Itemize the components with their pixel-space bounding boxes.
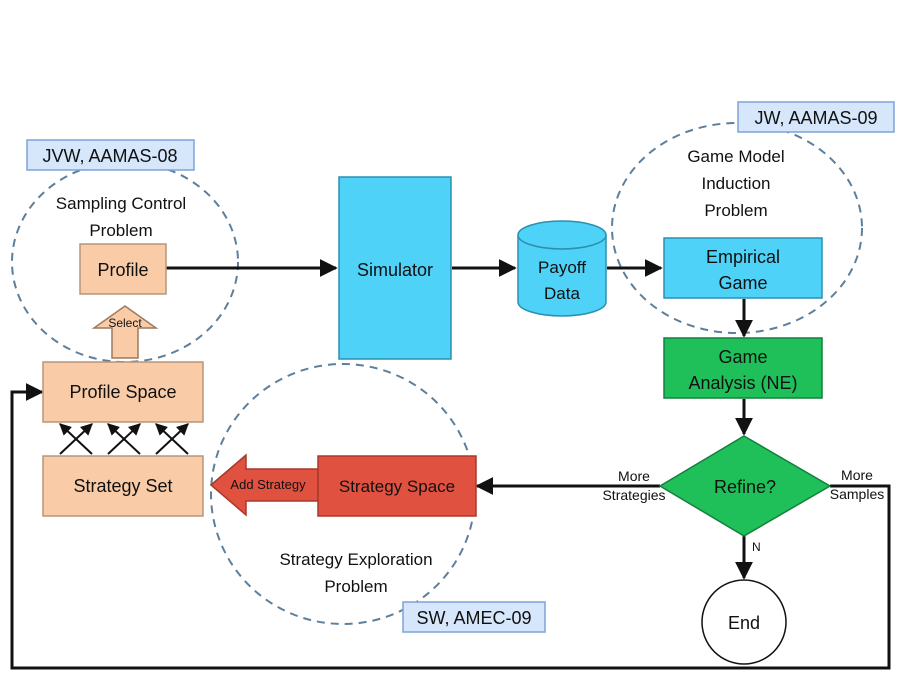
- profile-node: Profile: [79, 243, 167, 295]
- induction-problem-line-2: Induction: [702, 174, 771, 193]
- cross-arrows: [59, 423, 189, 455]
- empirical-game-line-2: Game: [718, 273, 767, 293]
- simulator-node: Simulator: [338, 176, 452, 360]
- refine-label: Refine?: [714, 477, 776, 497]
- end-label: End: [728, 613, 760, 633]
- game-analysis-node: Game Analysis (NE): [663, 337, 823, 399]
- add-strategy-label: Add Strategy: [230, 477, 306, 492]
- payoff-data-line-2: Data: [544, 284, 580, 303]
- tag-sw: SW, AMEC-09: [402, 601, 546, 633]
- sampling-problem-circle: [11, 161, 239, 363]
- strategy-set-node: Strategy Set: [42, 455, 204, 517]
- strategy-space-node: Strategy Space: [317, 455, 477, 517]
- sampling-problem-line-2: Problem: [89, 221, 152, 240]
- exploration-problem-line-1: Strategy Exploration: [279, 550, 432, 569]
- end-node: End: [701, 579, 787, 665]
- tag-jw-label: JW, AAMAS-09: [754, 108, 877, 128]
- select-arrow: Select: [91, 305, 159, 359]
- more-strategies-line-1: More: [618, 468, 650, 484]
- strategy-space-label: Strategy Space: [339, 477, 455, 496]
- empirical-game-line-1: Empirical: [706, 247, 780, 267]
- induction-problem-line-3: Problem: [704, 201, 767, 220]
- no-label: N: [752, 540, 761, 554]
- profile-space-node: Profile Space: [42, 361, 204, 423]
- refine-decision-node: Refine?: [658, 435, 832, 537]
- strategy-set-label: Strategy Set: [73, 476, 172, 496]
- simulator-label: Simulator: [357, 260, 433, 280]
- tag-sw-label: SW, AMEC-09: [416, 608, 531, 628]
- more-samples-line-2: Samples: [830, 486, 884, 502]
- game-analysis-line-2: Analysis (NE): [688, 373, 797, 393]
- select-label: Select: [108, 316, 142, 330]
- exploration-problem-line-2: Problem: [324, 577, 387, 596]
- profile-space-label: Profile Space: [69, 382, 176, 402]
- sampling-problem-line-1: Sampling Control: [56, 194, 186, 213]
- tag-jvw: JVW, AAMAS-08: [26, 139, 195, 171]
- arrow-more-samples-loop: [10, 383, 891, 670]
- add-strategy-arrow: Add Strategy: [209, 453, 319, 517]
- tag-jw: JW, AAMAS-09: [737, 101, 895, 133]
- payoff-data-line-1: Payoff: [538, 258, 586, 277]
- payoff-data-node: Payoff Data: [517, 220, 607, 317]
- empirical-game-node: Empirical Game: [663, 237, 823, 299]
- tag-jvw-label: JVW, AAMAS-08: [42, 146, 177, 166]
- game-analysis-line-1: Game: [718, 347, 767, 367]
- more-strategies-line-2: Strategies: [602, 487, 665, 503]
- induction-problem-line-1: Game Model: [687, 147, 784, 166]
- more-samples-line-1: More: [841, 467, 873, 483]
- profile-label: Profile: [97, 260, 148, 280]
- induction-problem-circle: [611, 122, 863, 334]
